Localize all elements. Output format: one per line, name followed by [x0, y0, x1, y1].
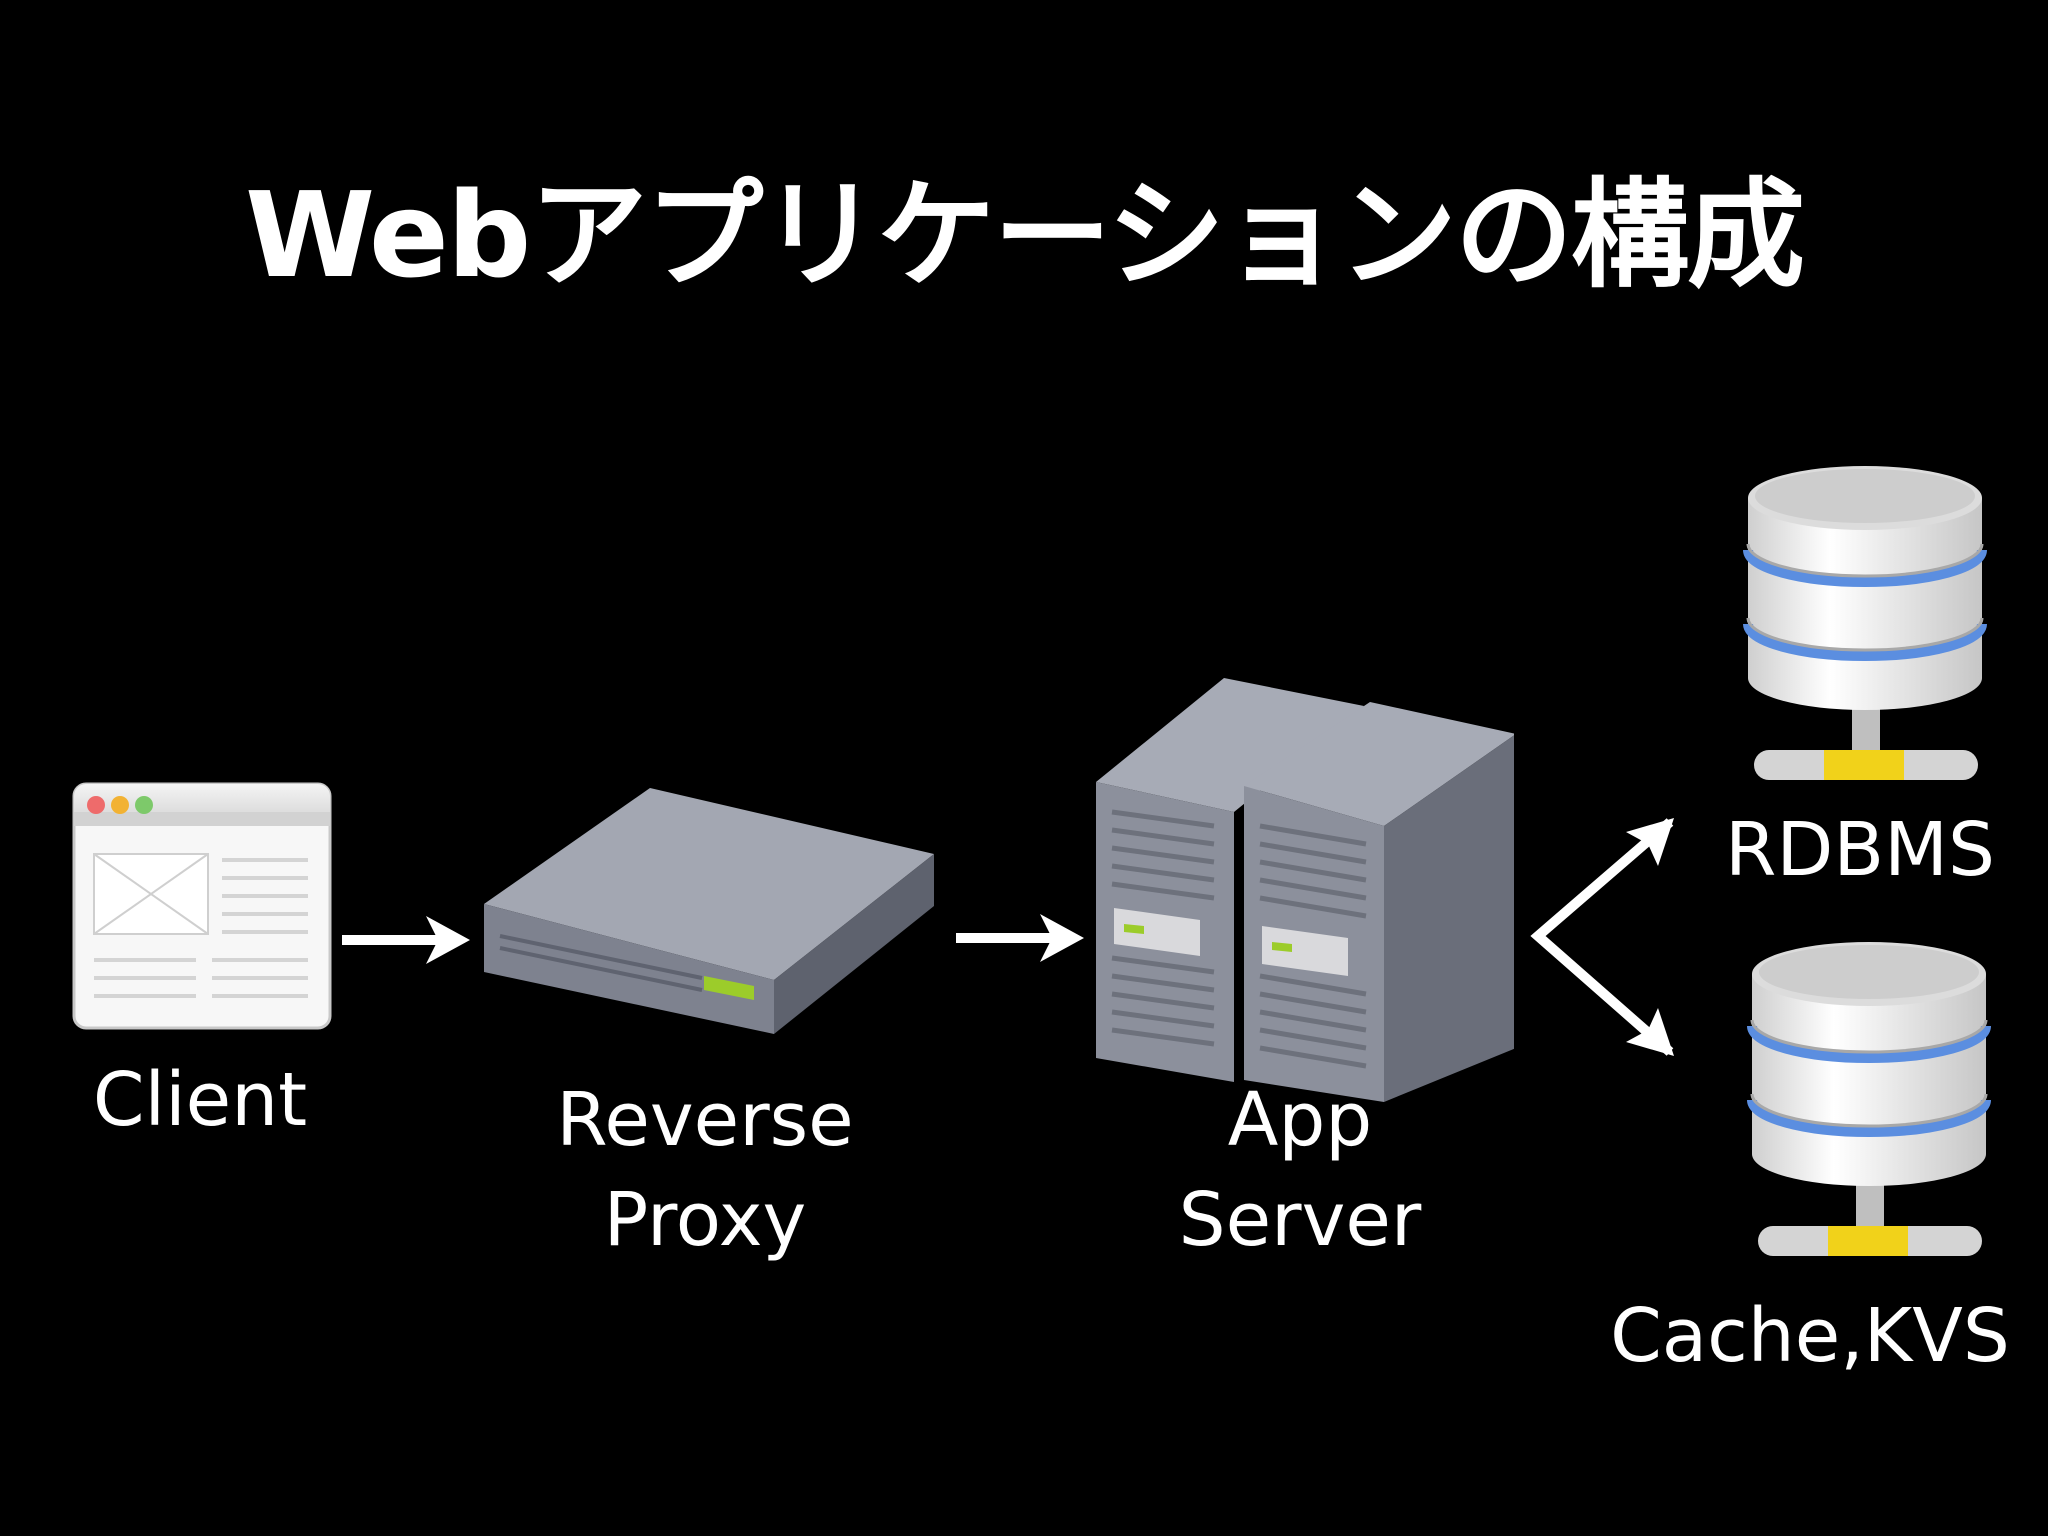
cache-kvs-node — [1744, 928, 1994, 1276]
client-label: Client — [92, 1057, 308, 1143]
reverse-proxy-label: Reverse Proxy — [540, 1070, 870, 1270]
page-title: Webアプリケーションの構成 — [244, 166, 1805, 304]
reverse-proxy-label-line-1: Reverse — [556, 1077, 854, 1163]
client-node — [72, 782, 332, 1032]
arrow-head-to-cache — [1626, 1008, 1674, 1056]
browser-window-icon — [72, 782, 332, 1030]
arrow-proxy-to-app — [956, 914, 1084, 962]
rdbms-label: RDBMS — [1725, 807, 1995, 893]
app-server-label-line-1: App — [1227, 1077, 1373, 1163]
database-icon — [1743, 466, 1987, 780]
cache-kvs-label: Cache,KVS — [1610, 1293, 2010, 1379]
tower-servers-icon — [1096, 678, 1514, 1102]
reverse-proxy-label-line-2: Proxy — [603, 1177, 807, 1263]
arrow-head-to-rdbms — [1626, 818, 1674, 866]
app-server-node — [1094, 676, 1514, 1102]
app-server-label: App Server — [1140, 1070, 1460, 1270]
reverse-proxy-node — [482, 786, 938, 1036]
arrow-app-to-databases — [1530, 818, 1674, 1056]
app-server-label-line-2: Server — [1178, 1177, 1422, 1263]
rack-server-icon — [484, 788, 934, 1034]
database-icon — [1747, 942, 1991, 1256]
arrow-client-to-proxy — [342, 916, 470, 964]
rdbms-node — [1740, 452, 1990, 800]
